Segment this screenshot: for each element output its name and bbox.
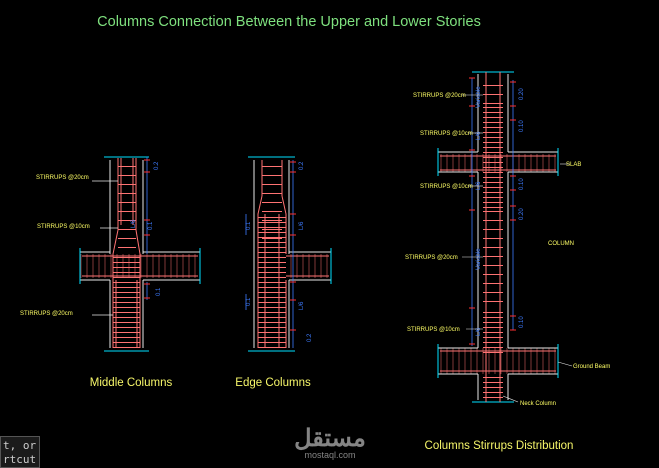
dist-dim-1: 0.10 bbox=[519, 120, 525, 132]
dist-dim-3: 0.20 bbox=[519, 208, 525, 220]
tooltip-fragment: t, or rtcut bbox=[0, 436, 40, 468]
edge-dim-02-bottom: 0.2 bbox=[307, 333, 313, 342]
edge-dim-01-bottom: 0.1 bbox=[246, 297, 252, 306]
middle-dim-01b: 0.1 bbox=[156, 287, 162, 296]
edge-columns-detail: 0.2 L/6 0.1 0.1 L/6 0.2 Edge Columns bbox=[235, 156, 332, 389]
edge-dim-l6-bottom: L/6 bbox=[299, 301, 305, 310]
dist-stirrups-2: STIRRUPS @10cm bbox=[420, 184, 473, 190]
dist-column-label: COLUMN bbox=[548, 241, 574, 247]
dist-stirrups-3: STIRRUPS @20cm bbox=[405, 255, 458, 261]
edge-dim-top: 0.2 bbox=[299, 161, 305, 170]
dist-l6-b: L/6 bbox=[476, 181, 482, 190]
diagram-title: Columns Connection Between the Upper and… bbox=[97, 14, 481, 30]
tooltip-line-1: t, or bbox=[3, 439, 37, 452]
mostaql-watermark: مستقل mostaql.com bbox=[294, 425, 366, 460]
middle-dim-l6: L/6 bbox=[131, 219, 137, 228]
middle-stirrups-mid: STIRRUPS @10cm bbox=[37, 224, 90, 230]
distribution-caption: Columns Stirrups Distribution bbox=[425, 440, 574, 452]
edge-dim-01-top: 0.1 bbox=[246, 221, 252, 230]
middle-dim-top: 0.2 bbox=[154, 161, 160, 170]
dist-variable-mid: Variable bbox=[476, 248, 482, 270]
edge-columns-caption: Edge Columns bbox=[235, 377, 311, 389]
stirrups-distribution-detail: Variable L/6 L/6 Variable L/6 0.20 0.10 … bbox=[405, 71, 610, 452]
middle-stirrups-bottom: STIRRUPS @20cm bbox=[20, 311, 73, 317]
dist-stirrups-4: STIRRUPS @10cm bbox=[407, 327, 460, 333]
dist-dim-4: 0.10 bbox=[519, 316, 525, 328]
dist-variable-top: Variable bbox=[476, 86, 482, 108]
middle-stirrups-top: STIRRUPS @20cm bbox=[36, 175, 89, 181]
watermark-arabic: مستقل bbox=[294, 425, 366, 452]
dist-dim-2: 0.10 bbox=[519, 178, 525, 190]
middle-columns-caption: Middle Columns bbox=[90, 377, 173, 389]
tooltip-line-2: rtcut bbox=[3, 453, 37, 466]
middle-dim-01a: 0.1 bbox=[148, 221, 154, 230]
middle-columns-detail: 0.2 L/6 0.1 0.1 STIRRUPS @20cm STIRRUPS … bbox=[20, 156, 201, 389]
dist-l6-c: L/6 bbox=[476, 327, 482, 336]
dist-l6-a: L/6 bbox=[476, 131, 482, 140]
dist-slab-label: SLAB bbox=[566, 162, 581, 168]
edge-dim-l6-top: L/6 bbox=[299, 221, 305, 230]
dist-ground-beam-label: Ground Beam bbox=[573, 364, 610, 370]
dist-neck-column-label: Neck Column bbox=[520, 401, 556, 407]
dist-stirrups-0: STIRRUPS @20cm bbox=[413, 93, 466, 99]
dist-dim-0: 0.20 bbox=[519, 88, 525, 100]
watermark-latin: mostaql.com bbox=[304, 450, 355, 460]
dist-stirrups-1: STIRRUPS @10cm bbox=[420, 131, 473, 137]
